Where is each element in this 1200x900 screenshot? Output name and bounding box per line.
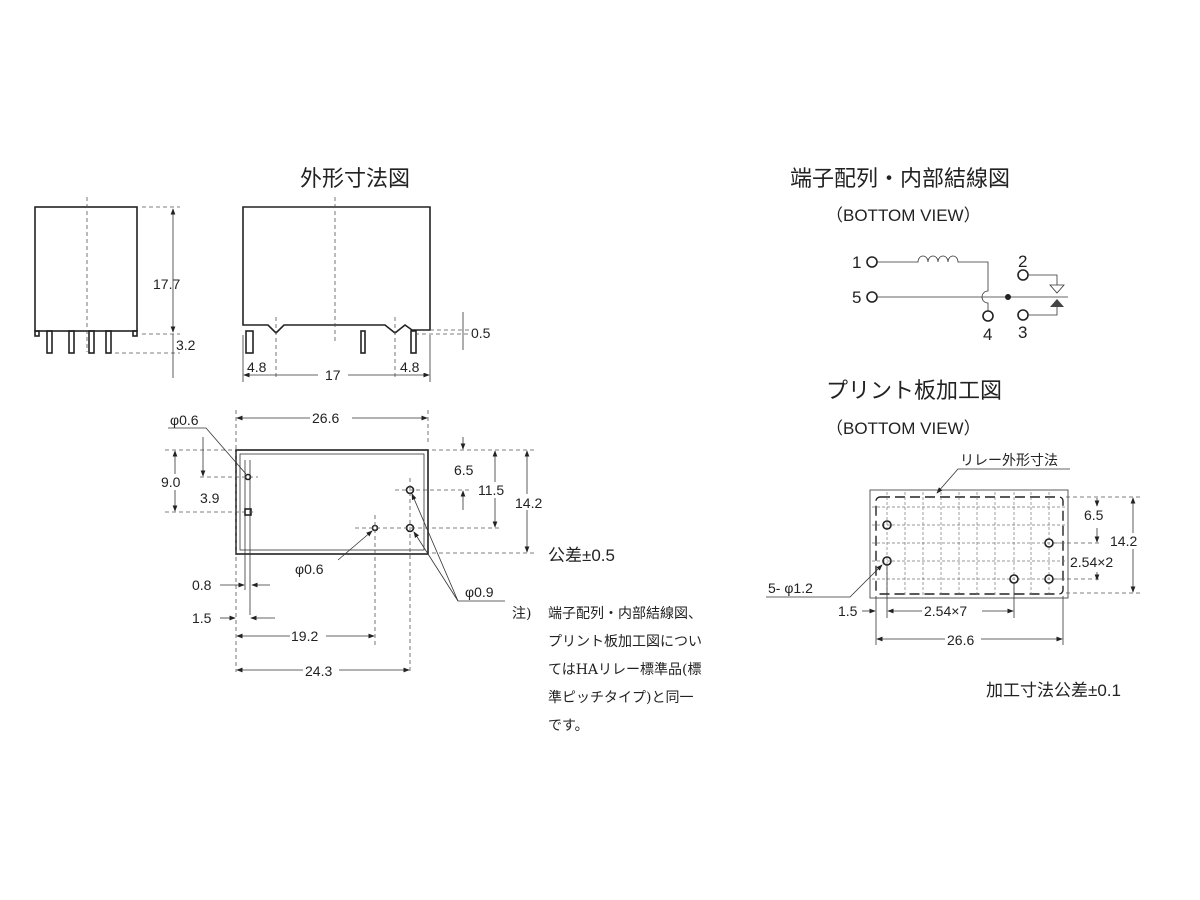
dim-height: 17.7 xyxy=(153,276,180,292)
dim-9-0: 9.0 xyxy=(161,474,181,490)
hole-label-b: φ0.6 xyxy=(295,561,324,577)
note-line: です。 xyxy=(548,718,589,734)
bottom-view: 26.6 9.0 3.9 6.5 11.5 14.2 φ0.6 φ0.6 φ0.… xyxy=(160,408,550,679)
outline-section: 外形寸法図 17.7 3.2 xyxy=(34,166,615,679)
wiring-section: 端子配列・内部結線図 （BOTTOM VIEW） 1 5 4 2 3 xyxy=(790,166,1068,344)
terminal-4: 4 xyxy=(983,325,992,344)
wiring-title: 端子配列・内部結線図 xyxy=(790,166,1010,191)
note-line: 端子配列・内部結線図、 xyxy=(548,606,702,622)
dim-19-2: 19.2 xyxy=(291,628,318,644)
note: 注) 端子配列・内部結線図、 プリント板加工図につい てはHAリレー標準品(標 … xyxy=(512,606,702,734)
note-mark: 注) xyxy=(512,606,531,622)
dim-pin-length: 3.2 xyxy=(176,337,196,353)
pcb-dim-6-5: 6.5 xyxy=(1084,507,1104,523)
relay-outline-label: リレー外形寸法 xyxy=(960,452,1058,468)
dim-3-9: 3.9 xyxy=(200,490,220,506)
holes-label: 5- φ1.2 xyxy=(768,580,813,596)
wiring-diagram: 1 5 4 2 3 xyxy=(852,252,1068,344)
dim-center-pitch: 17 xyxy=(325,367,341,383)
dim-6-5: 6.5 xyxy=(454,462,474,478)
pcb-dim-2-54x2: 2.54×2 xyxy=(1070,554,1113,570)
dim-14-2: 14.2 xyxy=(515,495,542,511)
side-view: 17.7 3.2 xyxy=(34,197,196,378)
note-line: てはHAリレー標準品(標 xyxy=(548,662,702,678)
terminal-1: 1 xyxy=(852,253,861,272)
front-view: 0.5 4.8 17 4.8 xyxy=(242,197,491,383)
outline-tolerance: 公差±0.5 xyxy=(548,546,615,565)
outline-title: 外形寸法図 xyxy=(300,166,410,191)
pcb-section: プリント板加工図 （BOTTOM VIEW） リレー外形寸法 5- φ1.2 xyxy=(766,378,1146,700)
dim-width: 26.6 xyxy=(312,410,339,426)
pcb-dim-14-2: 14.2 xyxy=(1110,533,1137,549)
hole-label-c: φ0.9 xyxy=(465,584,494,600)
note-line: プリント板加工図につい xyxy=(548,634,702,650)
dim-11-5: 11.5 xyxy=(478,482,504,498)
pcb-dim-26-6: 26.6 xyxy=(947,632,974,648)
dim-standoff: 0.5 xyxy=(471,325,491,341)
pcb-dim-1-5: 1.5 xyxy=(838,603,858,619)
dim-1-5: 1.5 xyxy=(192,610,212,626)
terminal-3: 3 xyxy=(1018,323,1027,342)
dim-0-8: 0.8 xyxy=(192,577,212,593)
pcb-subtitle: （BOTTOM VIEW） xyxy=(826,419,981,438)
dim-24-3: 24.3 xyxy=(305,663,332,679)
dim-left-pitch: 4.8 xyxy=(247,359,267,375)
pcb-dim-2-54x7: 2.54×7 xyxy=(924,603,967,619)
pcb-layout: リレー外形寸法 5- φ1.2 6.5 14.2 2.54×2 1.5 2.54… xyxy=(766,452,1146,648)
note-line: 準ピッチタイプ)と同一 xyxy=(548,690,693,706)
terminal-5: 5 xyxy=(852,288,861,307)
hole-label-a: φ0.6 xyxy=(170,412,199,428)
terminal-2: 2 xyxy=(1018,252,1027,271)
pcb-tolerance: 加工寸法公差±0.1 xyxy=(986,681,1121,700)
wiring-subtitle: （BOTTOM VIEW） xyxy=(826,206,981,225)
dim-right-pitch: 4.8 xyxy=(400,359,420,375)
pcb-title: プリント板加工図 xyxy=(826,378,1002,403)
